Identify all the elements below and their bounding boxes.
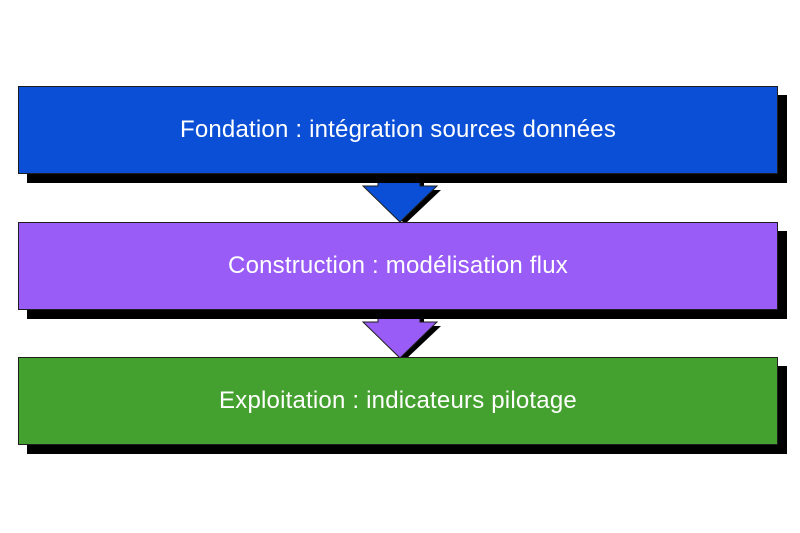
step-1-box: Fondation : intégration sources données [18,86,778,174]
step-3-box: Exploitation : indicateurs pilotage [18,357,778,445]
step-2-box: Construction : modélisation flux [18,222,778,310]
step-3-label: Exploitation : indicateurs pilotage [219,387,577,414]
step-2-label: Construction : modélisation flux [228,252,568,279]
step-1-label: Fondation : intégration sources données [179,116,617,143]
